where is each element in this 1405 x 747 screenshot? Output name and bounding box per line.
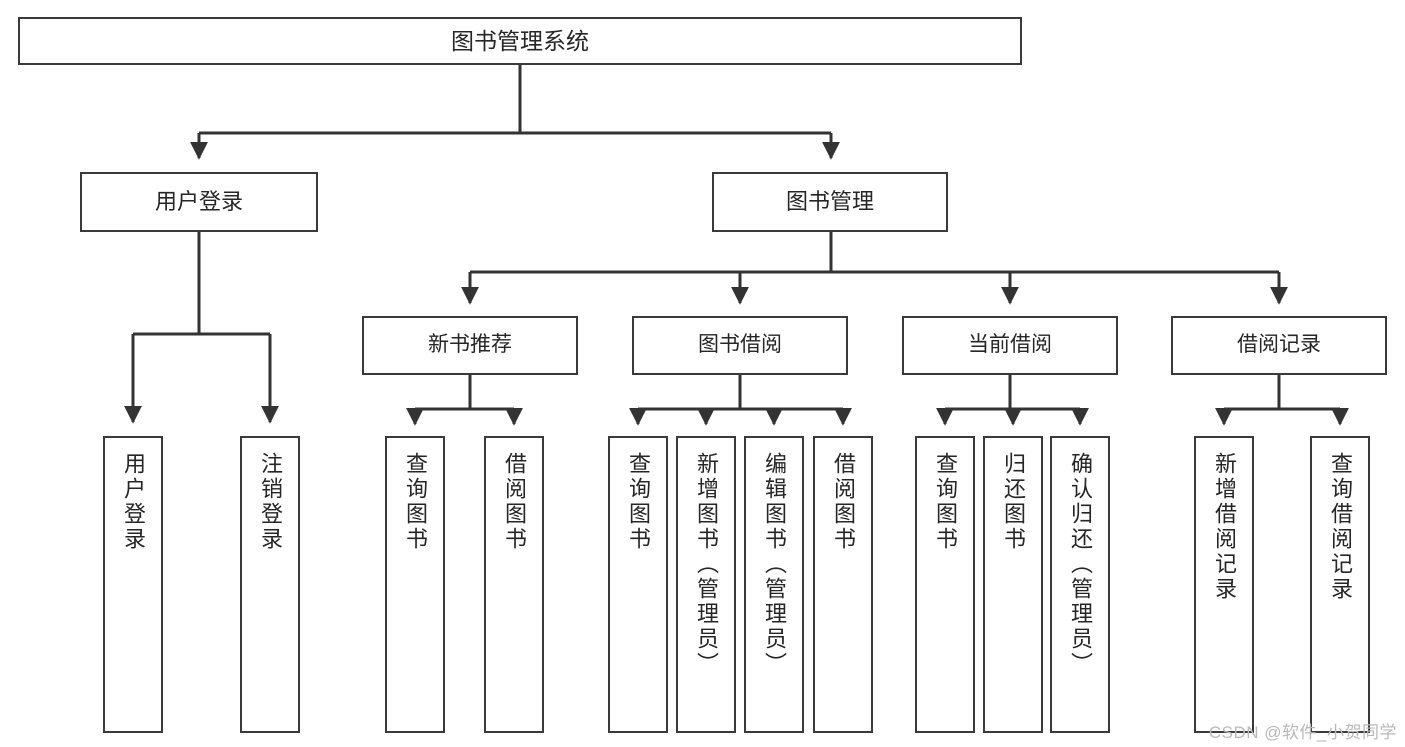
leaf-current-borrow-query[interactable]: 查询图书 <box>915 436 975 733</box>
watermark-text: CSDN @软件_小贺同学 <box>1208 723 1397 742</box>
node-book-borrow[interactable]: 图书借阅 <box>632 316 848 375</box>
leaf-current-borrow-return[interactable]: 归还图书 <box>983 436 1043 733</box>
node-current-borrow[interactable]: 当前借阅 <box>902 316 1118 375</box>
node-label: 用户登录 <box>121 452 146 552</box>
node-label: 确认归还（管理员） <box>1068 452 1093 677</box>
node-label: 新书推荐 <box>428 333 512 357</box>
node-label: 查询图书 <box>626 452 651 552</box>
node-label: 图书管理系统 <box>451 27 589 54</box>
node-label: 编辑图书（管理员） <box>762 452 787 677</box>
node-label: 借阅记录 <box>1237 333 1321 357</box>
node-borrow-record[interactable]: 借阅记录 <box>1171 316 1387 375</box>
node-label: 注销登录 <box>258 452 283 552</box>
leaf-book-borrow-edit[interactable]: 编辑图书（管理员） <box>744 436 804 733</box>
node-user-login[interactable]: 用户登录 <box>80 172 318 232</box>
leaf-book-borrow-query[interactable]: 查询图书 <box>608 436 668 733</box>
node-book-management[interactable]: 图书管理 <box>712 172 948 232</box>
node-label: 查询借阅记录 <box>1328 452 1353 602</box>
leaf-book-borrow-add[interactable]: 新增图书（管理员） <box>676 436 736 733</box>
leaf-new-book-query[interactable]: 查询图书 <box>385 436 445 733</box>
leaf-book-borrow-borrow[interactable]: 借阅图书 <box>813 436 873 733</box>
node-label: 借阅图书 <box>502 452 527 552</box>
node-label: 借阅图书 <box>831 452 856 552</box>
leaf-user-login-logout[interactable]: 注销登录 <box>240 436 300 733</box>
leaf-new-book-borrow[interactable]: 借阅图书 <box>484 436 544 733</box>
node-label: 图书管理 <box>785 189 874 215</box>
node-label: 查询图书 <box>933 452 958 552</box>
node-root-system[interactable]: 图书管理系统 <box>18 17 1022 65</box>
node-label: 当前借阅 <box>968 333 1052 357</box>
node-label: 用户登录 <box>154 189 243 215</box>
node-label: 图书借阅 <box>698 333 782 357</box>
node-new-book-recommend[interactable]: 新书推荐 <box>362 316 578 375</box>
node-label: 归还图书 <box>1001 452 1026 552</box>
leaf-borrow-record-add[interactable]: 新增借阅记录 <box>1194 436 1254 733</box>
node-label: 新增图书（管理员） <box>694 452 719 677</box>
leaf-user-login-login[interactable]: 用户登录 <box>103 436 163 733</box>
node-label: 新增借阅记录 <box>1212 452 1237 602</box>
leaf-borrow-record-query[interactable]: 查询借阅记录 <box>1310 436 1370 733</box>
leaf-current-borrow-confirm-return[interactable]: 确认归还（管理员） <box>1050 436 1110 733</box>
node-label: 查询图书 <box>403 452 428 552</box>
